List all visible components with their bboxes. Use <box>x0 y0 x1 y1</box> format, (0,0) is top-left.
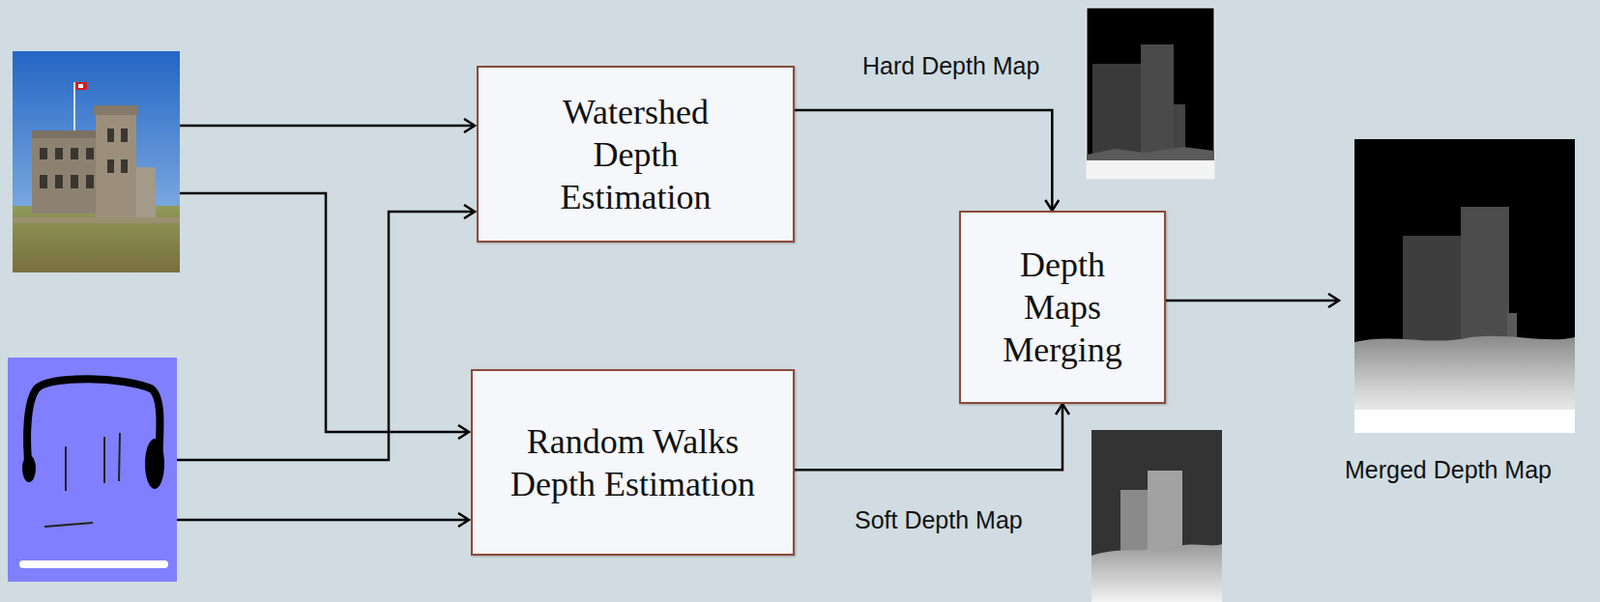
process-box: Random Walks Depth Estimation <box>470 369 795 556</box>
flow-arrow <box>794 404 1063 470</box>
image-caption: Hard Depth Map <box>862 52 1040 81</box>
box-label: Watershed Depth Estimation <box>534 90 738 219</box>
box-label: Depth Maps Merging <box>989 243 1135 372</box>
soft-depth-map <box>1091 430 1222 602</box>
process-box: Depth Maps Merging <box>959 210 1166 405</box>
scribble-input <box>7 357 177 582</box>
hard-depth-map <box>1086 7 1215 179</box>
merged-depth-map <box>1354 139 1575 434</box>
box-label: Random Walks Depth Estimation <box>506 420 760 506</box>
process-box: Watershed Depth Estimation <box>476 65 795 243</box>
image-caption: Merged Depth Map <box>1344 456 1552 485</box>
flow-arrow <box>794 110 1052 211</box>
image-caption: Soft Depth Map <box>854 506 1023 535</box>
tower-photo <box>12 51 180 273</box>
